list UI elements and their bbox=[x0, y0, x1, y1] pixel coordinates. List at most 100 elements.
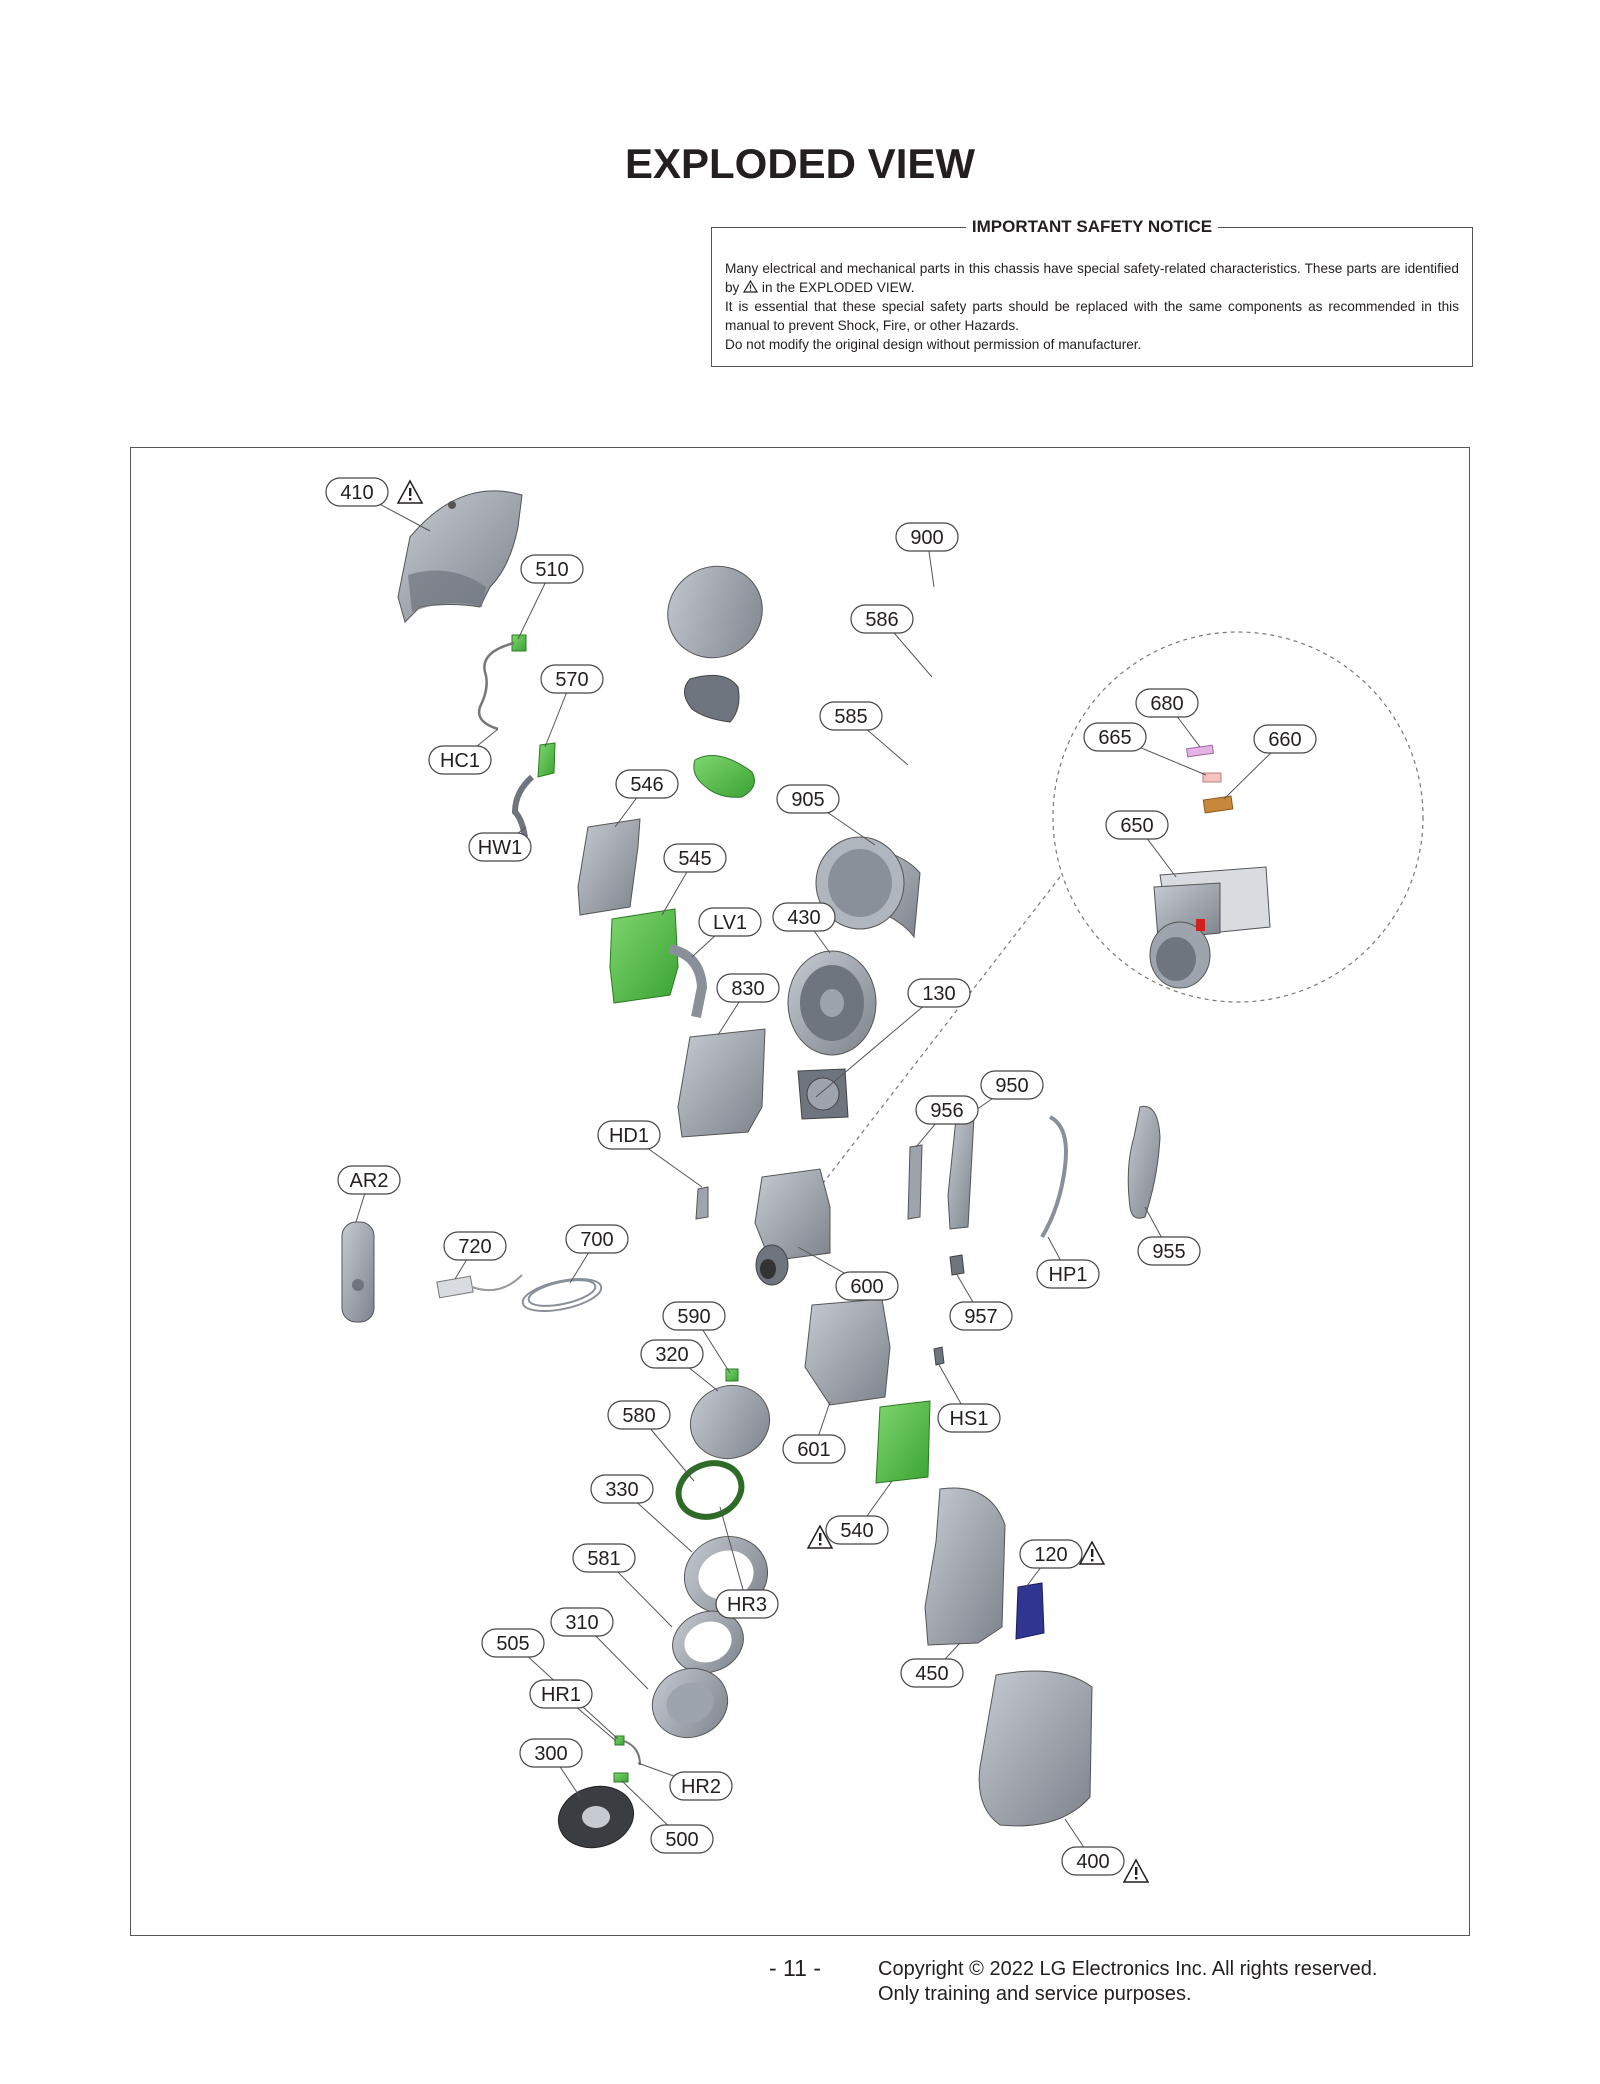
part-hd1-cable bbox=[695, 1186, 709, 1220]
part-660-thermal bbox=[1202, 795, 1234, 814]
usage-line: Only training and service purposes. bbox=[878, 1983, 1192, 2005]
callout-text: 660 bbox=[1268, 729, 1301, 751]
callout-text: 120 bbox=[1034, 1544, 1067, 1566]
leader-130 bbox=[815, 992, 940, 1098]
callout-text: 505 bbox=[496, 1633, 529, 1655]
callout-bubble bbox=[428, 745, 492, 775]
callout-bubble bbox=[597, 1120, 661, 1150]
detail-circle bbox=[1052, 631, 1424, 1003]
part-hr2-wire bbox=[623, 1740, 641, 1766]
part-905-housing bbox=[815, 836, 921, 939]
callout-680: 680 bbox=[1135, 688, 1199, 718]
callout-text: 956 bbox=[930, 1100, 963, 1122]
callout-text: 450 bbox=[915, 1663, 948, 1685]
callout-bubble bbox=[835, 1271, 899, 1301]
part-hs1-sensor bbox=[933, 1346, 945, 1366]
callout-505: 505 bbox=[481, 1628, 545, 1658]
safety-notice-box: IMPORTANT SAFETY NOTICE Many electrical … bbox=[711, 217, 1473, 367]
callout-950: 950 bbox=[980, 1070, 1044, 1100]
part-545-main-pcb bbox=[609, 908, 679, 1004]
callout-bubble bbox=[520, 554, 584, 584]
callout-text: 320 bbox=[655, 1344, 688, 1366]
callout-text: 500 bbox=[665, 1829, 698, 1851]
exploded-view-frame bbox=[130, 447, 1470, 1936]
callout-bubble bbox=[715, 1589, 779, 1619]
callout-hd1: HD1 bbox=[597, 1120, 661, 1150]
callout-957: 957 bbox=[949, 1301, 1013, 1331]
part-590-pcb bbox=[725, 1368, 739, 1382]
part-580-ring bbox=[675, 1460, 745, 1520]
detail-leader bbox=[819, 876, 1061, 1188]
callout-text: 680 bbox=[1150, 693, 1183, 715]
part-130-fan bbox=[797, 1068, 849, 1120]
callout-830: 830 bbox=[716, 973, 780, 1003]
callout-bubble bbox=[850, 604, 914, 634]
callout-bubble bbox=[640, 1339, 704, 1369]
callout-545: 545 bbox=[663, 843, 727, 873]
callout-text: 650 bbox=[1120, 815, 1153, 837]
callout-text: HR1 bbox=[541, 1684, 581, 1706]
warning-triangle-icon bbox=[396, 479, 424, 504]
safety-notice-heading: IMPORTANT SAFETY NOTICE bbox=[965, 217, 1219, 236]
callout-text: 700 bbox=[580, 1229, 613, 1251]
callout-bubble bbox=[900, 1658, 964, 1688]
callout-text: 720 bbox=[458, 1236, 491, 1258]
part-546-bracket bbox=[577, 818, 641, 916]
callout-text: LV1 bbox=[713, 912, 747, 934]
part-300-disc-hole bbox=[582, 1806, 610, 1828]
callout-hs1: HS1 bbox=[937, 1403, 1001, 1433]
callout-905: 905 bbox=[776, 784, 840, 814]
callout-bubble bbox=[1061, 1846, 1125, 1876]
part-ar2-remote bbox=[341, 1221, 375, 1323]
callout-120: 120 bbox=[1019, 1539, 1083, 1569]
callout-bubble bbox=[565, 1224, 629, 1254]
callout-720: 720 bbox=[443, 1231, 507, 1261]
callout-600: 600 bbox=[835, 1271, 899, 1301]
callout-130: 130 bbox=[907, 978, 971, 1008]
callout-bubble bbox=[572, 1543, 636, 1573]
part-hp1-wire bbox=[1040, 1115, 1068, 1239]
part-400-bottom-cover bbox=[978, 1670, 1093, 1827]
callout-400: 400 bbox=[1061, 1846, 1125, 1876]
callout-bubble bbox=[662, 1301, 726, 1331]
callout-text: HW1 bbox=[478, 837, 522, 859]
page-number: - 11 - bbox=[769, 1955, 821, 1981]
callout-text: 950 bbox=[995, 1075, 1028, 1097]
callout-bubble bbox=[607, 1400, 671, 1430]
callout-text: 300 bbox=[534, 1743, 567, 1765]
safety-notice-line-1: Many electrical and mechanical parts in … bbox=[725, 261, 1459, 295]
callout-text: 581 bbox=[587, 1548, 620, 1570]
callout-bubble bbox=[540, 664, 604, 694]
callout-hr2: HR2 bbox=[669, 1771, 733, 1801]
callout-bubble bbox=[337, 1165, 401, 1195]
callout-bubble bbox=[907, 978, 971, 1008]
callout-660: 660 bbox=[1253, 724, 1317, 754]
callout-bubble bbox=[663, 843, 727, 873]
callout-570: 570 bbox=[540, 664, 604, 694]
callout-bubble bbox=[772, 902, 836, 932]
callout-bubble bbox=[325, 477, 389, 507]
callout-955: 955 bbox=[1137, 1236, 1201, 1266]
callout-300: 300 bbox=[519, 1738, 583, 1768]
part-950-bracket bbox=[947, 1116, 975, 1230]
part-hw1-wire bbox=[511, 774, 535, 838]
part-lv1-cable bbox=[668, 944, 708, 1018]
part-700-cable bbox=[521, 1277, 603, 1313]
callout-text: HP1 bbox=[1049, 1264, 1088, 1286]
callout-text: 586 bbox=[865, 609, 898, 631]
callout-text: HS1 bbox=[950, 1408, 989, 1430]
callout-bubble bbox=[1137, 1236, 1201, 1266]
callout-hr3: HR3 bbox=[715, 1589, 779, 1619]
callout-bubble bbox=[895, 522, 959, 552]
part-956-bracket bbox=[907, 1144, 923, 1220]
callout-310: 310 bbox=[550, 1607, 614, 1637]
part-600-optical-engine bbox=[754, 1168, 831, 1286]
callout-bubble bbox=[481, 1628, 545, 1658]
callout-900: 900 bbox=[895, 522, 959, 552]
part-310-ring-hole bbox=[666, 1682, 714, 1724]
part-410-top-cover bbox=[397, 490, 523, 623]
callout-text: 570 bbox=[555, 669, 588, 691]
callout-text: 410 bbox=[340, 482, 373, 504]
callout-580: 580 bbox=[607, 1400, 671, 1430]
callout-text: 905 bbox=[791, 789, 824, 811]
